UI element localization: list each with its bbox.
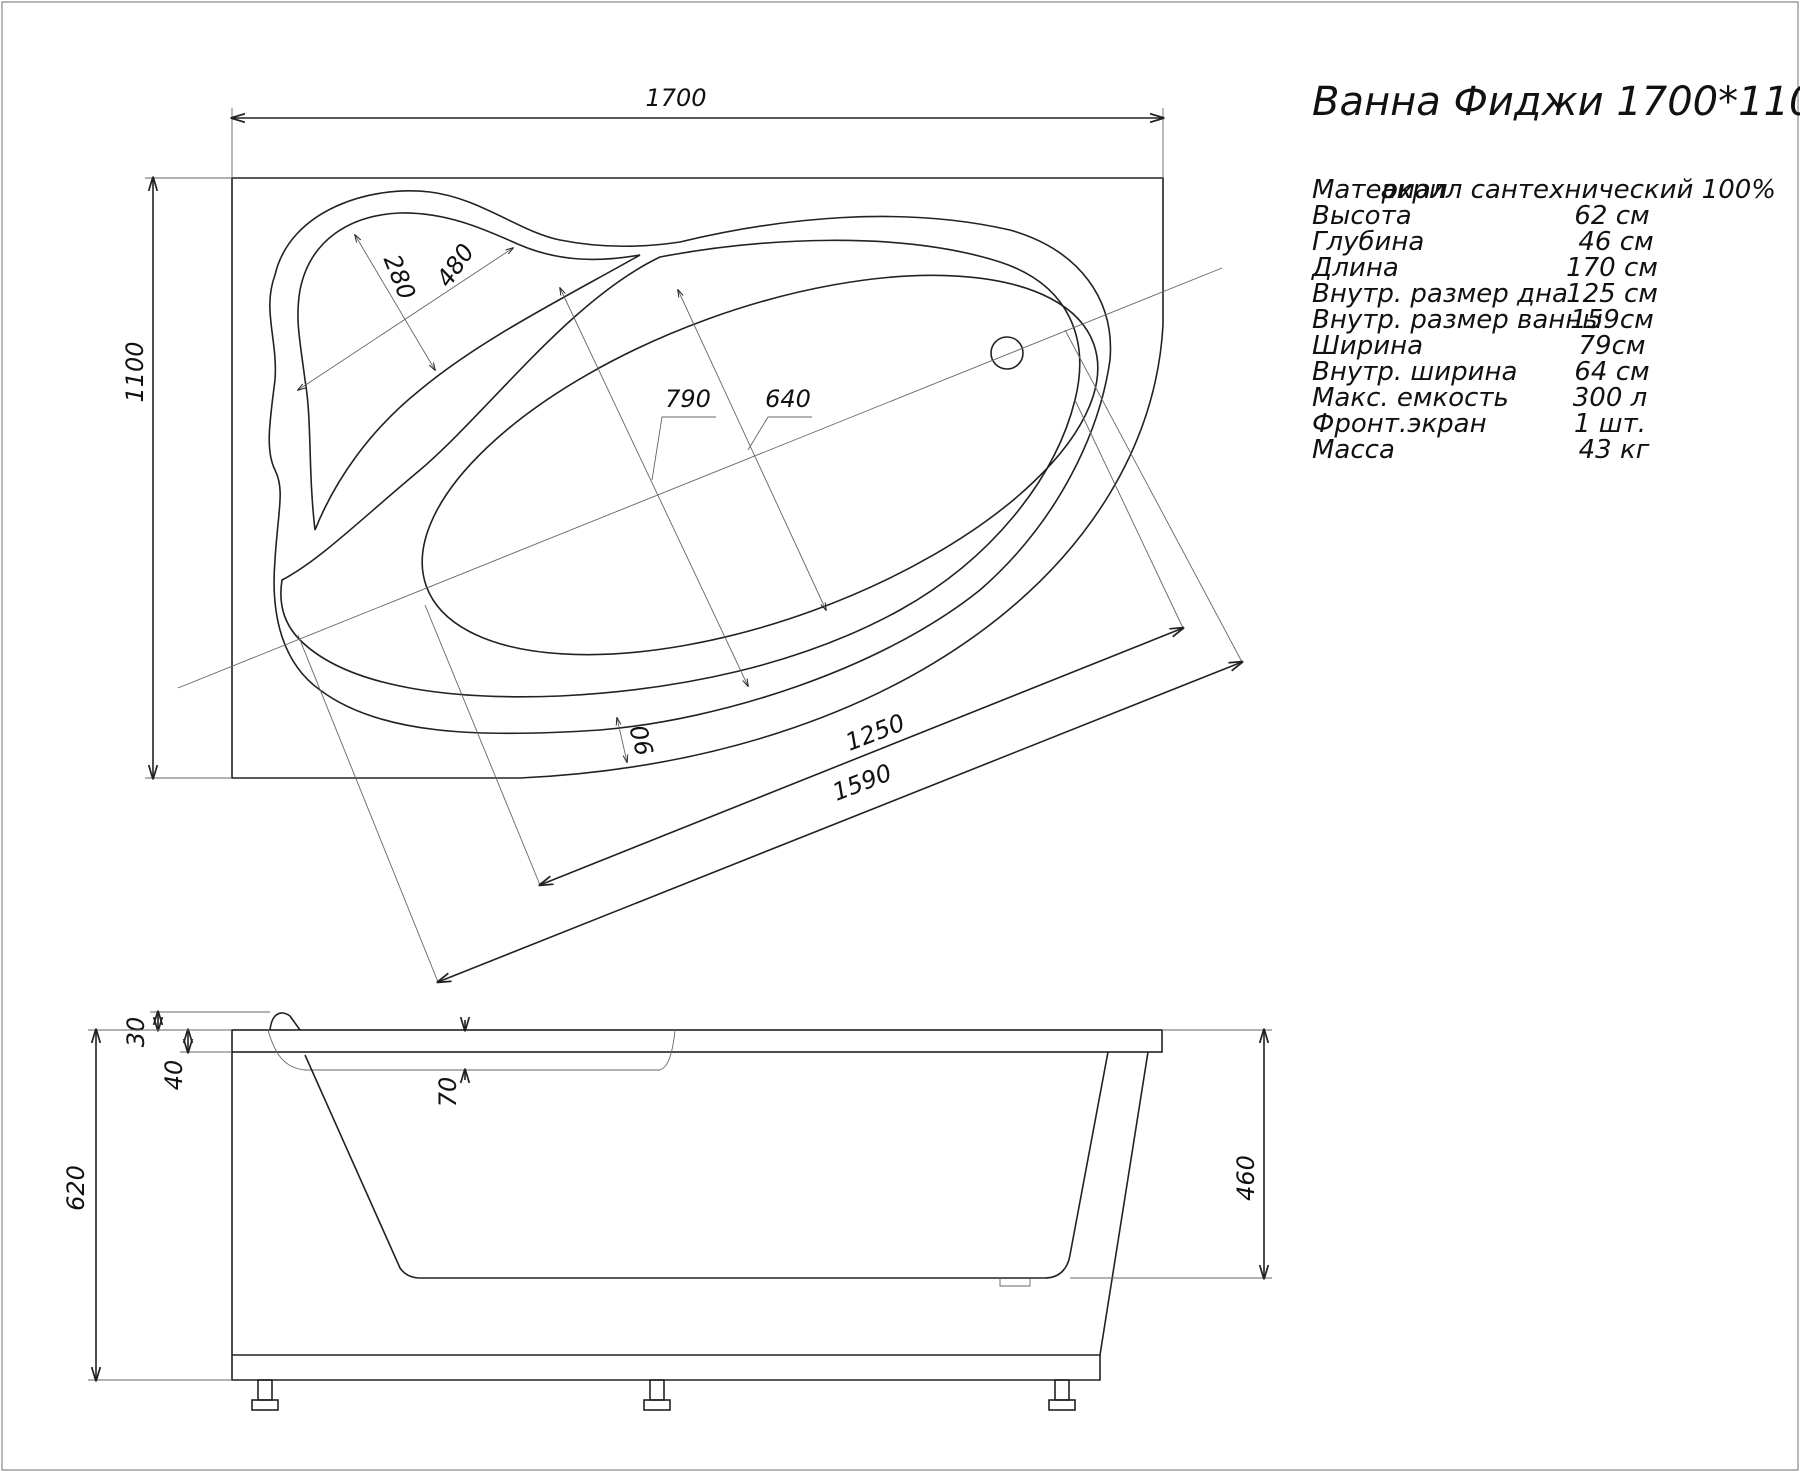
plan-bowl-outer (280, 239, 1081, 698)
spec-label: Материал (1312, 175, 1447, 205)
spec-value: 125 см (1566, 279, 1658, 309)
dim-outer-width: 790 (665, 385, 711, 413)
spec-label: Длина (1311, 253, 1399, 283)
spec-value: акрил сантехнический 100% (1381, 175, 1776, 205)
spec-value: 43 кг (1579, 435, 1650, 465)
dim-inner-length-line (438, 662, 1242, 982)
spec-label: Внутр. ширина (1312, 357, 1517, 387)
spec-label: Масса (1312, 435, 1395, 465)
foot-left (251, 1379, 279, 1411)
foot-right (1048, 1379, 1076, 1411)
drawing-title: Ванна Фиджи 1700*1100 (1312, 79, 1800, 125)
plan-rim-contour (268, 190, 1112, 735)
dim-rim-thickness: 40 (160, 1060, 188, 1091)
dim-bottom-length: 1250 (842, 709, 909, 757)
side-view: 30 40 70 620 460 (62, 1012, 1272, 1411)
spec-label: Глубина (1312, 227, 1424, 257)
plan-headrest-recess (297, 212, 641, 531)
plan-view: 1700 1100 480 280 790 640 90 1250 1590 (121, 84, 1242, 982)
foot-middle (643, 1379, 671, 1411)
spec-value: 300 л (1573, 383, 1648, 413)
spec-value: 170 см (1566, 253, 1658, 283)
plan-bottom-ellipse (421, 274, 1099, 656)
spec-value: 64 см (1574, 357, 1649, 387)
side-headrest (269, 1012, 301, 1031)
spec-value: 62 см (1574, 201, 1649, 231)
spec-label: Высота (1312, 201, 1412, 231)
dim-inner-width-line (678, 290, 826, 610)
spec-label: Фронт.экран (1312, 409, 1487, 439)
spec-value: 46 см (1578, 227, 1653, 257)
spec-label: Внутр. размер дна (1312, 279, 1568, 309)
dim-length: 1700 (645, 84, 706, 112)
dim-outer-width-line (560, 288, 748, 686)
dim-headrest-height: 30 (122, 1017, 150, 1048)
spec-table: Материал акрил сантехнический 100% Высот… (1311, 175, 1776, 465)
spec-label: Внутр. размер ванны (1312, 305, 1603, 335)
side-outer-body (231, 1051, 1149, 1356)
spec-label: Ширина (1312, 331, 1423, 361)
dim-headrest-width: 280 (378, 251, 421, 304)
dim-depth: 460 (1232, 1155, 1260, 1201)
side-inner-basin (304, 1051, 1109, 1279)
drain-icon (990, 336, 1024, 370)
spec-value: 79см (1579, 331, 1646, 361)
spec-value: 1 шт. (1574, 409, 1646, 439)
dim-headrest-length: 480 (431, 239, 480, 293)
spec-label: Макс. емкость (1312, 383, 1509, 413)
dim-rim-depth: 70 (434, 1077, 462, 1108)
dim-width: 1100 (121, 341, 149, 402)
spec-value: 159см (1570, 305, 1654, 335)
dim-total-height: 620 (62, 1165, 90, 1211)
side-rim (231, 1029, 1163, 1053)
plan-outer-contour (231, 177, 1164, 779)
dim-inner-width: 640 (765, 385, 811, 413)
